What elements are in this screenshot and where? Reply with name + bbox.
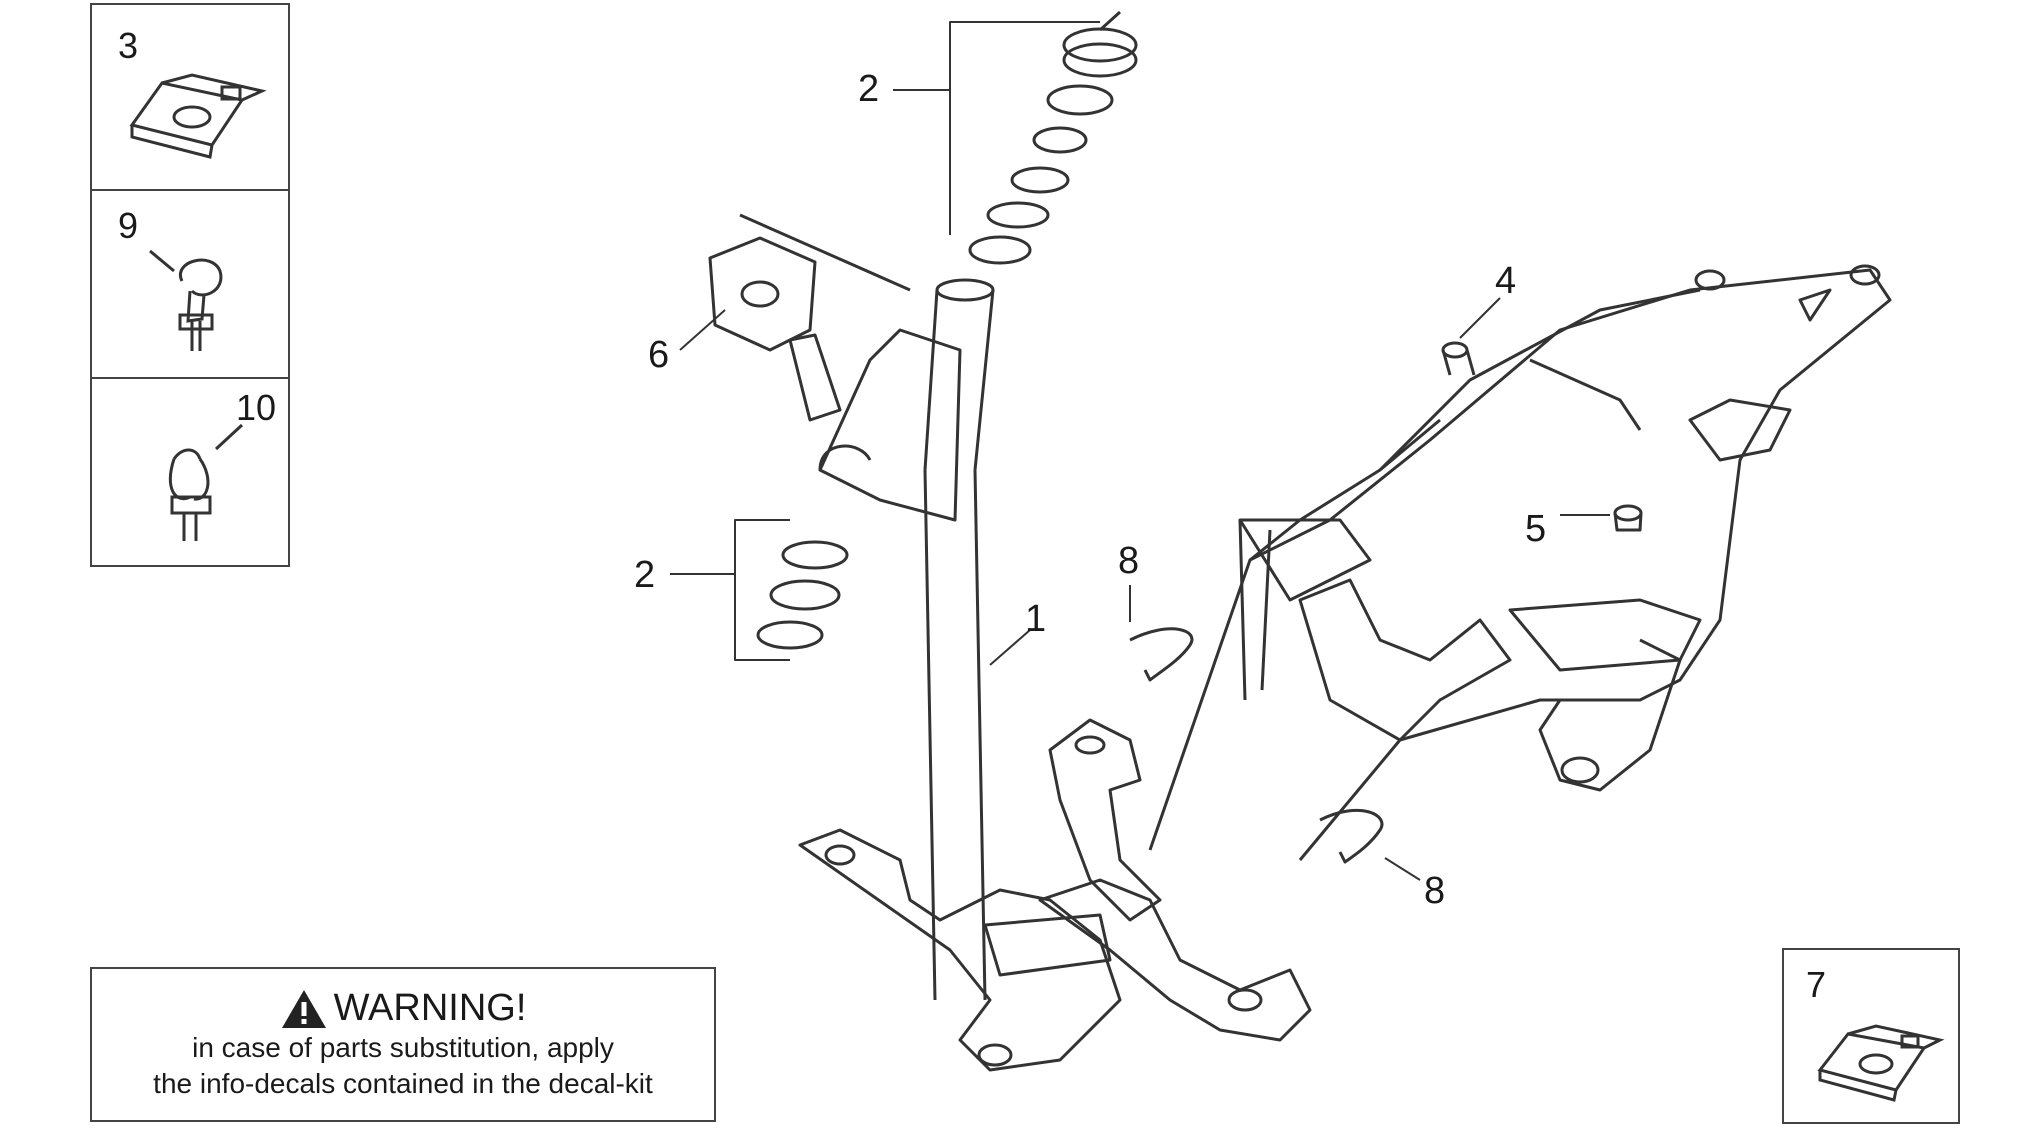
warning-heading: WARNING! [92,987,714,1030]
callout-8-upper: 8 [1118,540,1140,582]
inset-panel-3: 3 [90,3,290,191]
cable-clamp-alt-part [168,423,244,541]
callout-2-upper: 2 [858,68,880,110]
inset-panel-7: 7 [1782,948,1960,1124]
callout-5: 5 [1525,508,1547,550]
head-bracket [788,328,962,522]
callout-10: 10 [236,387,277,428]
rear-frame [1148,264,1892,861]
cable-clamp-part [149,249,223,351]
callout-7: 7 [1806,964,1827,1005]
callout-6: 6 [648,334,670,376]
stopper-part [1613,504,1643,532]
cable-clip-lower [1319,809,1384,864]
cradle-bracket [1048,718,1162,922]
leader-lines [670,21,1610,881]
lower-bearing-stack [756,540,849,650]
callout-1: 1 [1025,598,1047,640]
warning-title: WARNING! [333,987,527,1029]
bracket-plate [708,213,911,352]
cable-clip-upper [1129,627,1194,682]
upper-bearing-stack [968,10,1138,265]
bushing-part [1441,341,1476,376]
warning-line-2: the info-decals contained in the decal-k… [153,1068,653,1099]
callout-4: 4 [1495,260,1517,302]
warning-line-1: in case of parts substitution, apply [192,1032,614,1063]
callout-2-lower: 2 [634,554,656,596]
inset-panel-10: 10 [90,377,290,567]
inset-panel-9: 9 [90,189,290,379]
callout-3: 3 [118,25,139,66]
warning-box: WARNING! in case of parts substitution, … [90,967,716,1122]
callout-9: 9 [118,205,139,246]
speed-nut-part [129,73,267,159]
warning-triangle-icon [281,989,326,1028]
steering-head-tube [923,278,995,1001]
callout-8-lower: 8 [1424,870,1446,912]
lower-crossmember [798,828,1312,1072]
speed-nut-corner-part [1817,1024,1945,1102]
